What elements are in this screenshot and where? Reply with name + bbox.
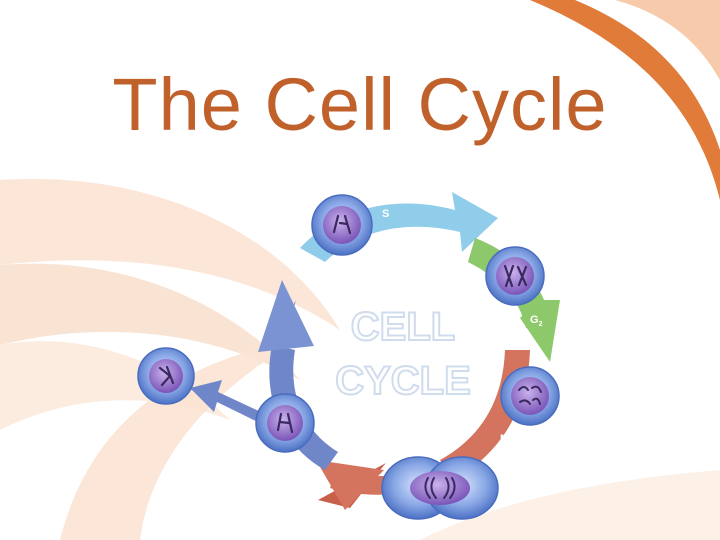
phase-labels: S G2 M G1	[255, 208, 543, 445]
label-m: M	[500, 433, 509, 445]
cell-dividing	[381, 456, 499, 520]
cell-prophase	[500, 366, 560, 426]
cell-exiting	[137, 347, 195, 405]
arc-s-phase	[300, 192, 498, 262]
center-label: CELL CYCLE	[334, 304, 472, 404]
cell-g2-phase	[485, 246, 545, 306]
arc-g1-phase	[269, 345, 338, 470]
center-label-line1: CELL	[351, 305, 455, 349]
cell-s-phase	[311, 194, 373, 256]
label-g1: G1	[255, 364, 268, 378]
slide-title: The Cell Cycle	[112, 63, 608, 146]
label-g2: G2	[530, 314, 543, 328]
cell-g1-phase	[255, 393, 315, 453]
center-label-line2: CYCLE	[335, 359, 471, 403]
label-s: S	[382, 208, 389, 220]
